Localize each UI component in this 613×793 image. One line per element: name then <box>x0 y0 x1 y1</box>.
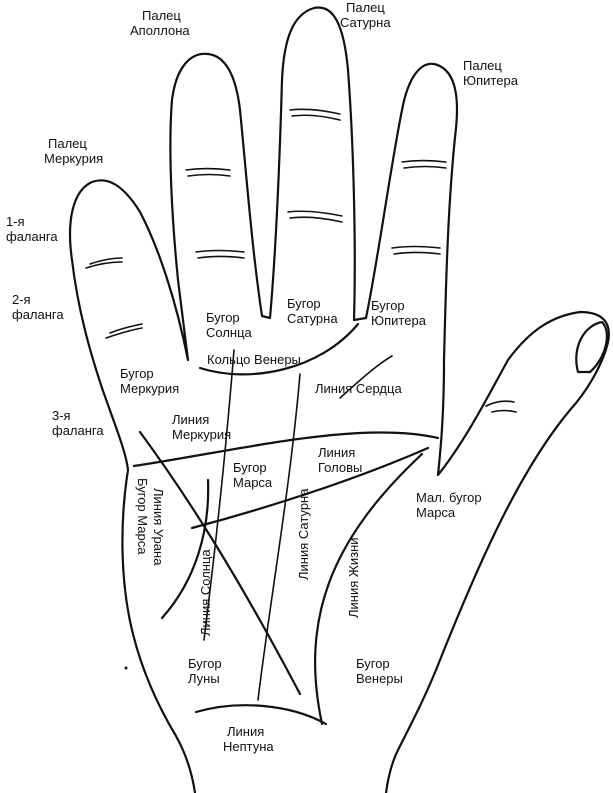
saturn-line <box>257 373 301 701</box>
label-ring-venus: Кольцо Венеры <box>207 352 301 367</box>
finger-crease <box>289 216 343 223</box>
label-head-line-line2: Головы <box>318 460 363 475</box>
label-mount-mercury-line1: Бугор <box>120 366 154 381</box>
label-finger-mercury: Палец Меркурия <box>44 136 103 166</box>
label-mount-moon-line2: Луны <box>188 671 220 686</box>
hand-outline <box>68 6 610 793</box>
finger-crease <box>85 261 123 269</box>
label-phalanx-2: 2-я фаланга <box>12 292 64 322</box>
uranus-line <box>160 478 210 620</box>
label-mount-mercury-line2: Меркурия <box>120 381 180 396</box>
mercury-line <box>138 430 302 696</box>
label-mount-jupiter: Бугор Юпитера <box>371 298 426 328</box>
label-saturn-line: Линия Сатурна <box>296 488 311 580</box>
label-finger-apollo-line2: Аполлона <box>130 23 190 38</box>
label-phalanx-3: 3-я фаланга <box>52 408 104 438</box>
label-mercury-line-line1: Линия <box>172 412 210 427</box>
finger-crease <box>289 108 341 115</box>
label-neptune-line-line2: Нептуна <box>223 739 274 754</box>
finger-crease <box>89 257 123 265</box>
label-finger-saturn-line1: Палец <box>346 0 385 15</box>
life-line <box>314 452 424 726</box>
label-mount-moon-line1: Бугор <box>188 656 222 671</box>
label-mercury-line-line2: Меркурия <box>172 427 232 442</box>
label-phalanx-1-line2: фаланга <box>6 229 58 244</box>
label-neptune-line-line1: Линия <box>227 724 265 739</box>
label-finger-saturn-line2: Сатурна <box>340 15 391 30</box>
finger-crease <box>109 323 143 334</box>
label-heart-line: Линия Сердца <box>315 381 402 396</box>
label-mount-mars-line2: Марса <box>233 475 273 490</box>
label-mount-saturn-line2: Сатурна <box>287 311 338 326</box>
label-mount-jupiter-line1: Бугор <box>371 298 405 313</box>
label-life-line: Линия Жизни <box>346 537 361 618</box>
label-phalanx-3-line1: 3-я <box>52 408 71 423</box>
label-finger-saturn: Палец Сатурна <box>340 0 391 30</box>
label-mount-jupiter-line2: Юпитера <box>371 313 426 328</box>
label-phalanx-2-line1: 2-я <box>12 292 31 307</box>
label-head-line: Линия Головы <box>318 445 362 475</box>
sun-line <box>203 349 235 641</box>
label-mount-mercury: Бугор Меркурия <box>120 366 179 396</box>
label-phalanx-1: 1-я фаланга <box>6 214 58 244</box>
finger-crease <box>393 251 441 255</box>
label-phalanx-2-line2: фаланга <box>12 307 64 322</box>
label-uranus-line: Линия Урана <box>151 488 166 566</box>
label-lower-mars-line1: Мал. бугор <box>416 490 482 505</box>
neptune-line <box>194 704 328 726</box>
label-mount-moon: Бугор Луны <box>188 656 222 686</box>
heart-line-branch <box>339 355 393 399</box>
label-mercury-line: Линия Меркурия <box>172 412 231 442</box>
finger-crease <box>197 255 245 259</box>
label-phalanx-1-line1: 1-я <box>6 214 25 229</box>
label-mount-venus: Бугор Венеры <box>356 656 403 686</box>
finger-crease <box>391 245 441 249</box>
finger-crease <box>195 249 245 253</box>
ring-of-venus-line <box>198 322 360 376</box>
label-finger-jupiter: Палец Юпитера <box>463 58 518 88</box>
finger-crease <box>401 159 447 163</box>
finger-crease <box>403 165 447 169</box>
label-mount-mars-line1: Бугор <box>233 460 267 475</box>
finger-crease <box>185 167 231 171</box>
label-mount-mars: Бугор Марса <box>233 460 272 490</box>
thumb-crease <box>491 409 517 413</box>
label-mount-sun: Бугор Солнца <box>206 310 252 340</box>
thumb-nail <box>575 320 608 374</box>
label-finger-jupiter-line1: Палец <box>463 58 502 73</box>
label-lower-mars: Мал. бугор Марса <box>416 490 482 520</box>
finger-crease <box>287 210 343 217</box>
heart-line <box>132 431 440 468</box>
label-finger-jupiter-line2: Юпитера <box>463 73 518 88</box>
label-mount-sun-line1: Бугор <box>206 310 240 325</box>
label-finger-mercury-line1: Палец <box>48 136 87 151</box>
label-mount-saturn-line1: Бугор <box>287 296 321 311</box>
label-finger-apollo: Палец Аполлона <box>130 8 190 38</box>
ink-dot <box>124 666 128 670</box>
label-phalanx-3-line2: фаланга <box>52 423 104 438</box>
thumb-crease <box>485 400 515 407</box>
label-mount-saturn: Бугор Сатурна <box>287 296 338 326</box>
label-neptune-line: Линия Нептуна <box>223 724 274 754</box>
label-mount-sun-line2: Солнца <box>206 325 252 340</box>
label-lower-mars-line2: Марса <box>416 505 456 520</box>
label-head-line-line1: Линия <box>318 445 356 460</box>
label-mars-mount-vertical: Бугор Марса <box>135 478 150 555</box>
finger-crease <box>105 327 143 339</box>
finger-crease <box>187 173 231 177</box>
label-finger-mercury-line2: Меркурия <box>44 151 104 166</box>
label-sun-line: Линия Солнца <box>198 549 213 636</box>
label-finger-apollo-line1: Палец <box>142 8 181 23</box>
label-mount-venus-line2: Венеры <box>356 671 403 686</box>
label-mount-venus-line1: Бугор <box>356 656 390 671</box>
finger-crease <box>291 114 341 121</box>
